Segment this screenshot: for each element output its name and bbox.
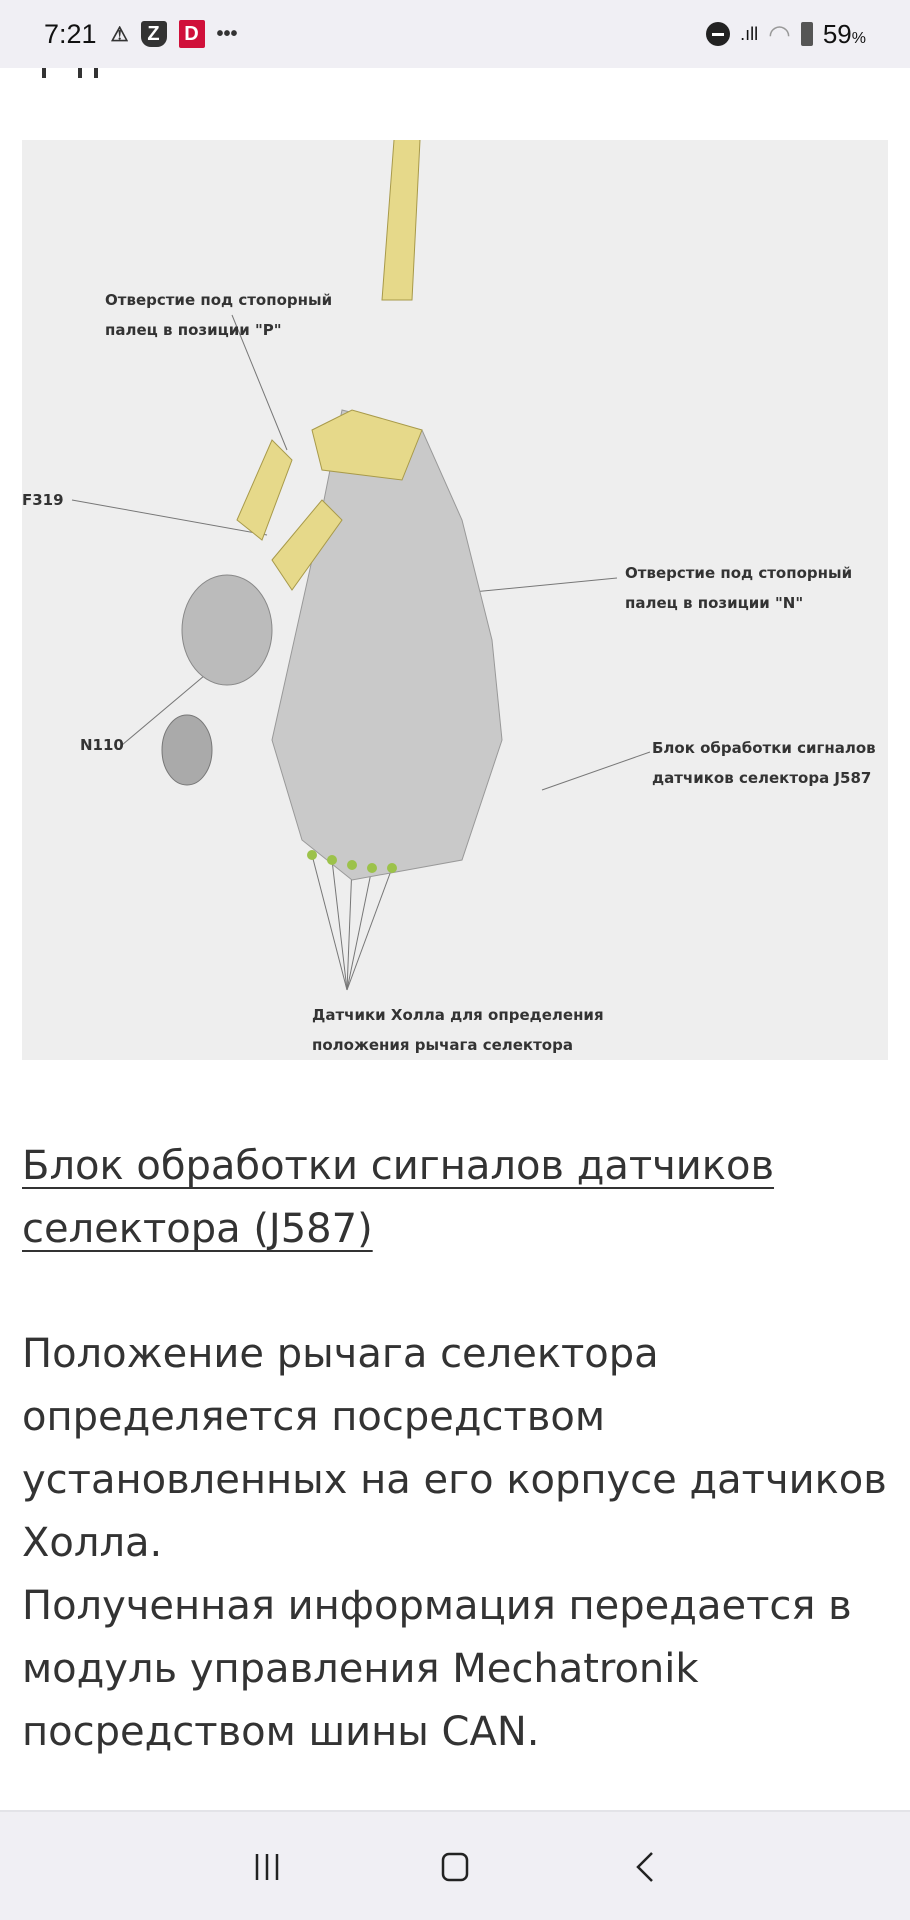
paragraph: Полученная информация передается в модул… xyxy=(22,1583,852,1755)
solenoid-n110 xyxy=(181,574,273,686)
clock: 7:21 xyxy=(44,18,97,49)
d-app-icon: D xyxy=(178,20,205,48)
battery-unit: % xyxy=(851,29,866,47)
warning-icon: ⚠ xyxy=(110,23,129,46)
cut-off-text xyxy=(0,68,910,80)
dnd-icon xyxy=(706,22,731,46)
back-icon xyxy=(636,1852,653,1882)
gear-selector-illustration xyxy=(71,129,651,991)
leader-lines xyxy=(71,314,651,991)
article-body: Положение рычага селектора определяется … xyxy=(22,1323,902,1764)
battery-icon xyxy=(800,22,813,46)
selector-lever xyxy=(381,129,421,301)
navigation-bar xyxy=(0,1810,910,1920)
hall-sensors xyxy=(307,850,397,873)
wifi-icon: ◠ xyxy=(768,18,791,49)
status-bar: 7:21 ⚠ Z D ••• .ıll ◠ 59% xyxy=(0,0,910,68)
recent-apps-button[interactable] xyxy=(237,1842,297,1892)
home-icon xyxy=(441,1852,469,1882)
battery-level: 59 xyxy=(822,18,852,49)
more-icon: ••• xyxy=(216,22,238,45)
z-app-icon: Z xyxy=(140,21,167,47)
section-heading-link[interactable]: Блок обработки сигналов датчиков селекто… xyxy=(22,1143,775,1252)
home-button[interactable] xyxy=(425,1842,485,1892)
paragraph: Положение рычага селектора определяется … xyxy=(22,1331,887,1566)
label-n110: N110 xyxy=(80,736,124,754)
signal-icon: .ıll xyxy=(740,23,759,44)
back-button[interactable] xyxy=(615,1842,675,1892)
recents-icon xyxy=(255,1854,279,1880)
housing xyxy=(271,409,503,881)
label-f319: F319 xyxy=(22,491,64,509)
